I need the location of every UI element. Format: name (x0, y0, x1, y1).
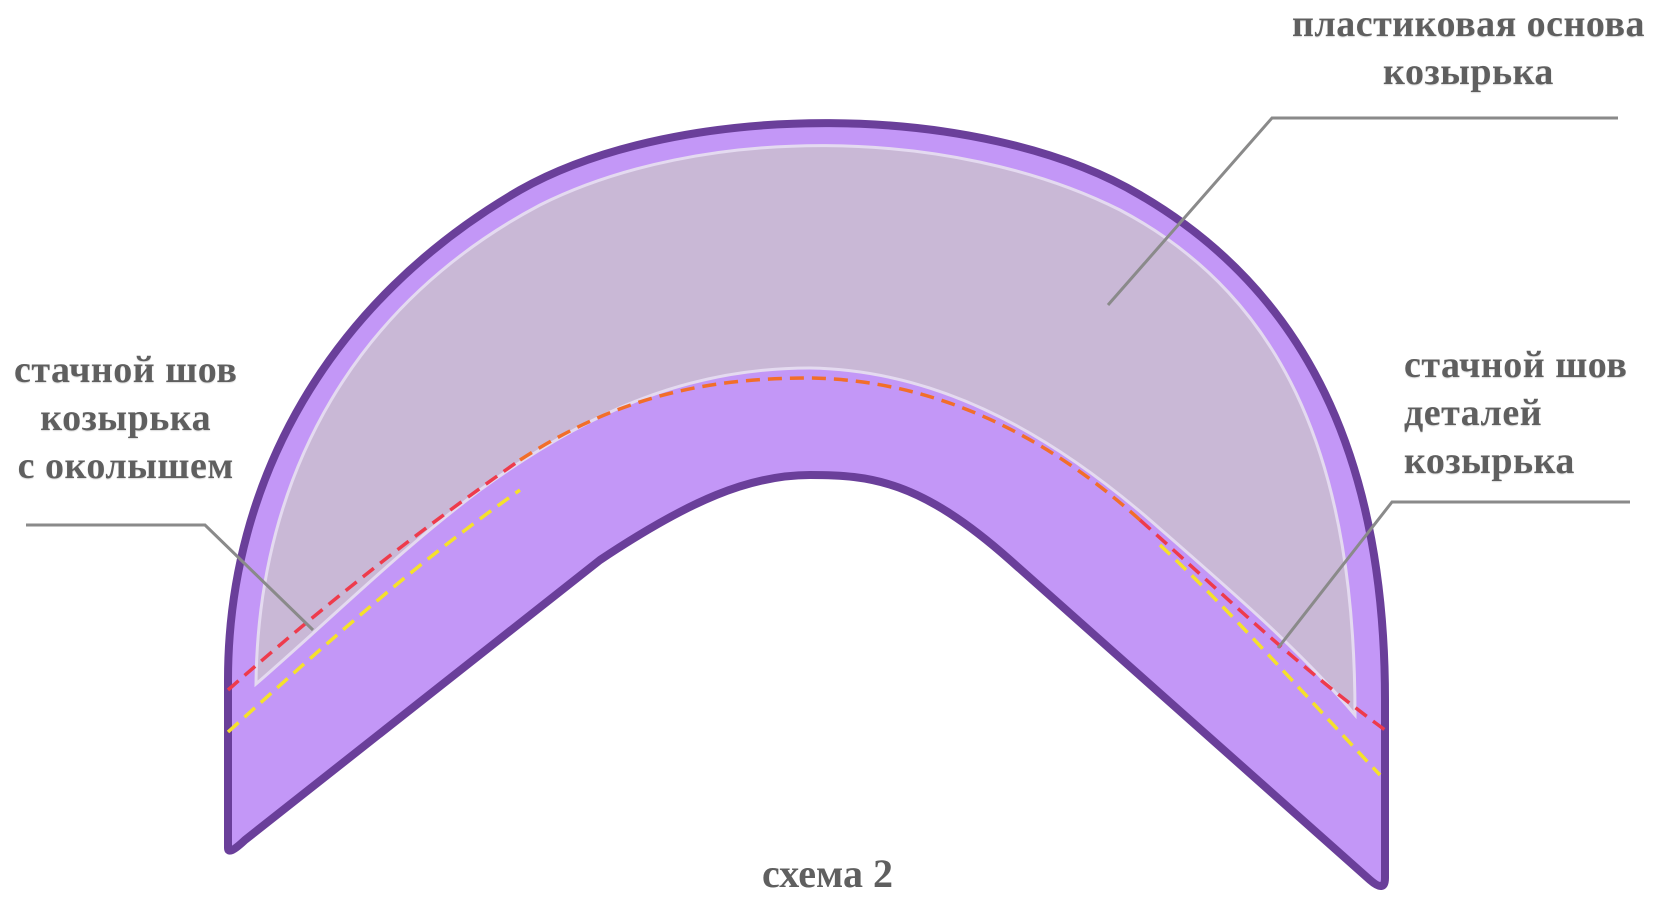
label-plastic-base: пластиковая основа козырька (1292, 0, 1645, 96)
seam-line-red-right (1138, 518, 1387, 732)
label-seam-with-band-line-1: стачной шов (14, 349, 238, 391)
label-seam-with-band: стачной шов козырька с околышем (14, 346, 237, 490)
leader-line-plastic-base (1106, 116, 1618, 306)
seam-line-orange (519, 376, 1142, 522)
leader-line-seam-with-band (26, 523, 315, 632)
label-seam-of-parts-line-2: деталей (1404, 392, 1543, 434)
label-seam-of-parts-line-1: стачной шов (1404, 344, 1628, 386)
label-seam-of-parts: стачной шов деталей козырька (1404, 341, 1627, 485)
leader-line-seam-of-parts (1276, 500, 1630, 649)
label-seam-of-parts-line-3: козырька (1404, 440, 1575, 482)
label-plastic-base-line-1: пластиковая основа (1291, 3, 1645, 45)
seam-line-yellow (226, 488, 1382, 777)
seam-line-red-left (226, 458, 522, 692)
label-seam-with-band-line-3: с околышем (17, 445, 234, 487)
diagram-caption: схема 2 (762, 851, 893, 896)
label-seam-with-band-line-2: козырька (40, 397, 212, 439)
label-plastic-base-line-2: козырька (1383, 51, 1554, 93)
